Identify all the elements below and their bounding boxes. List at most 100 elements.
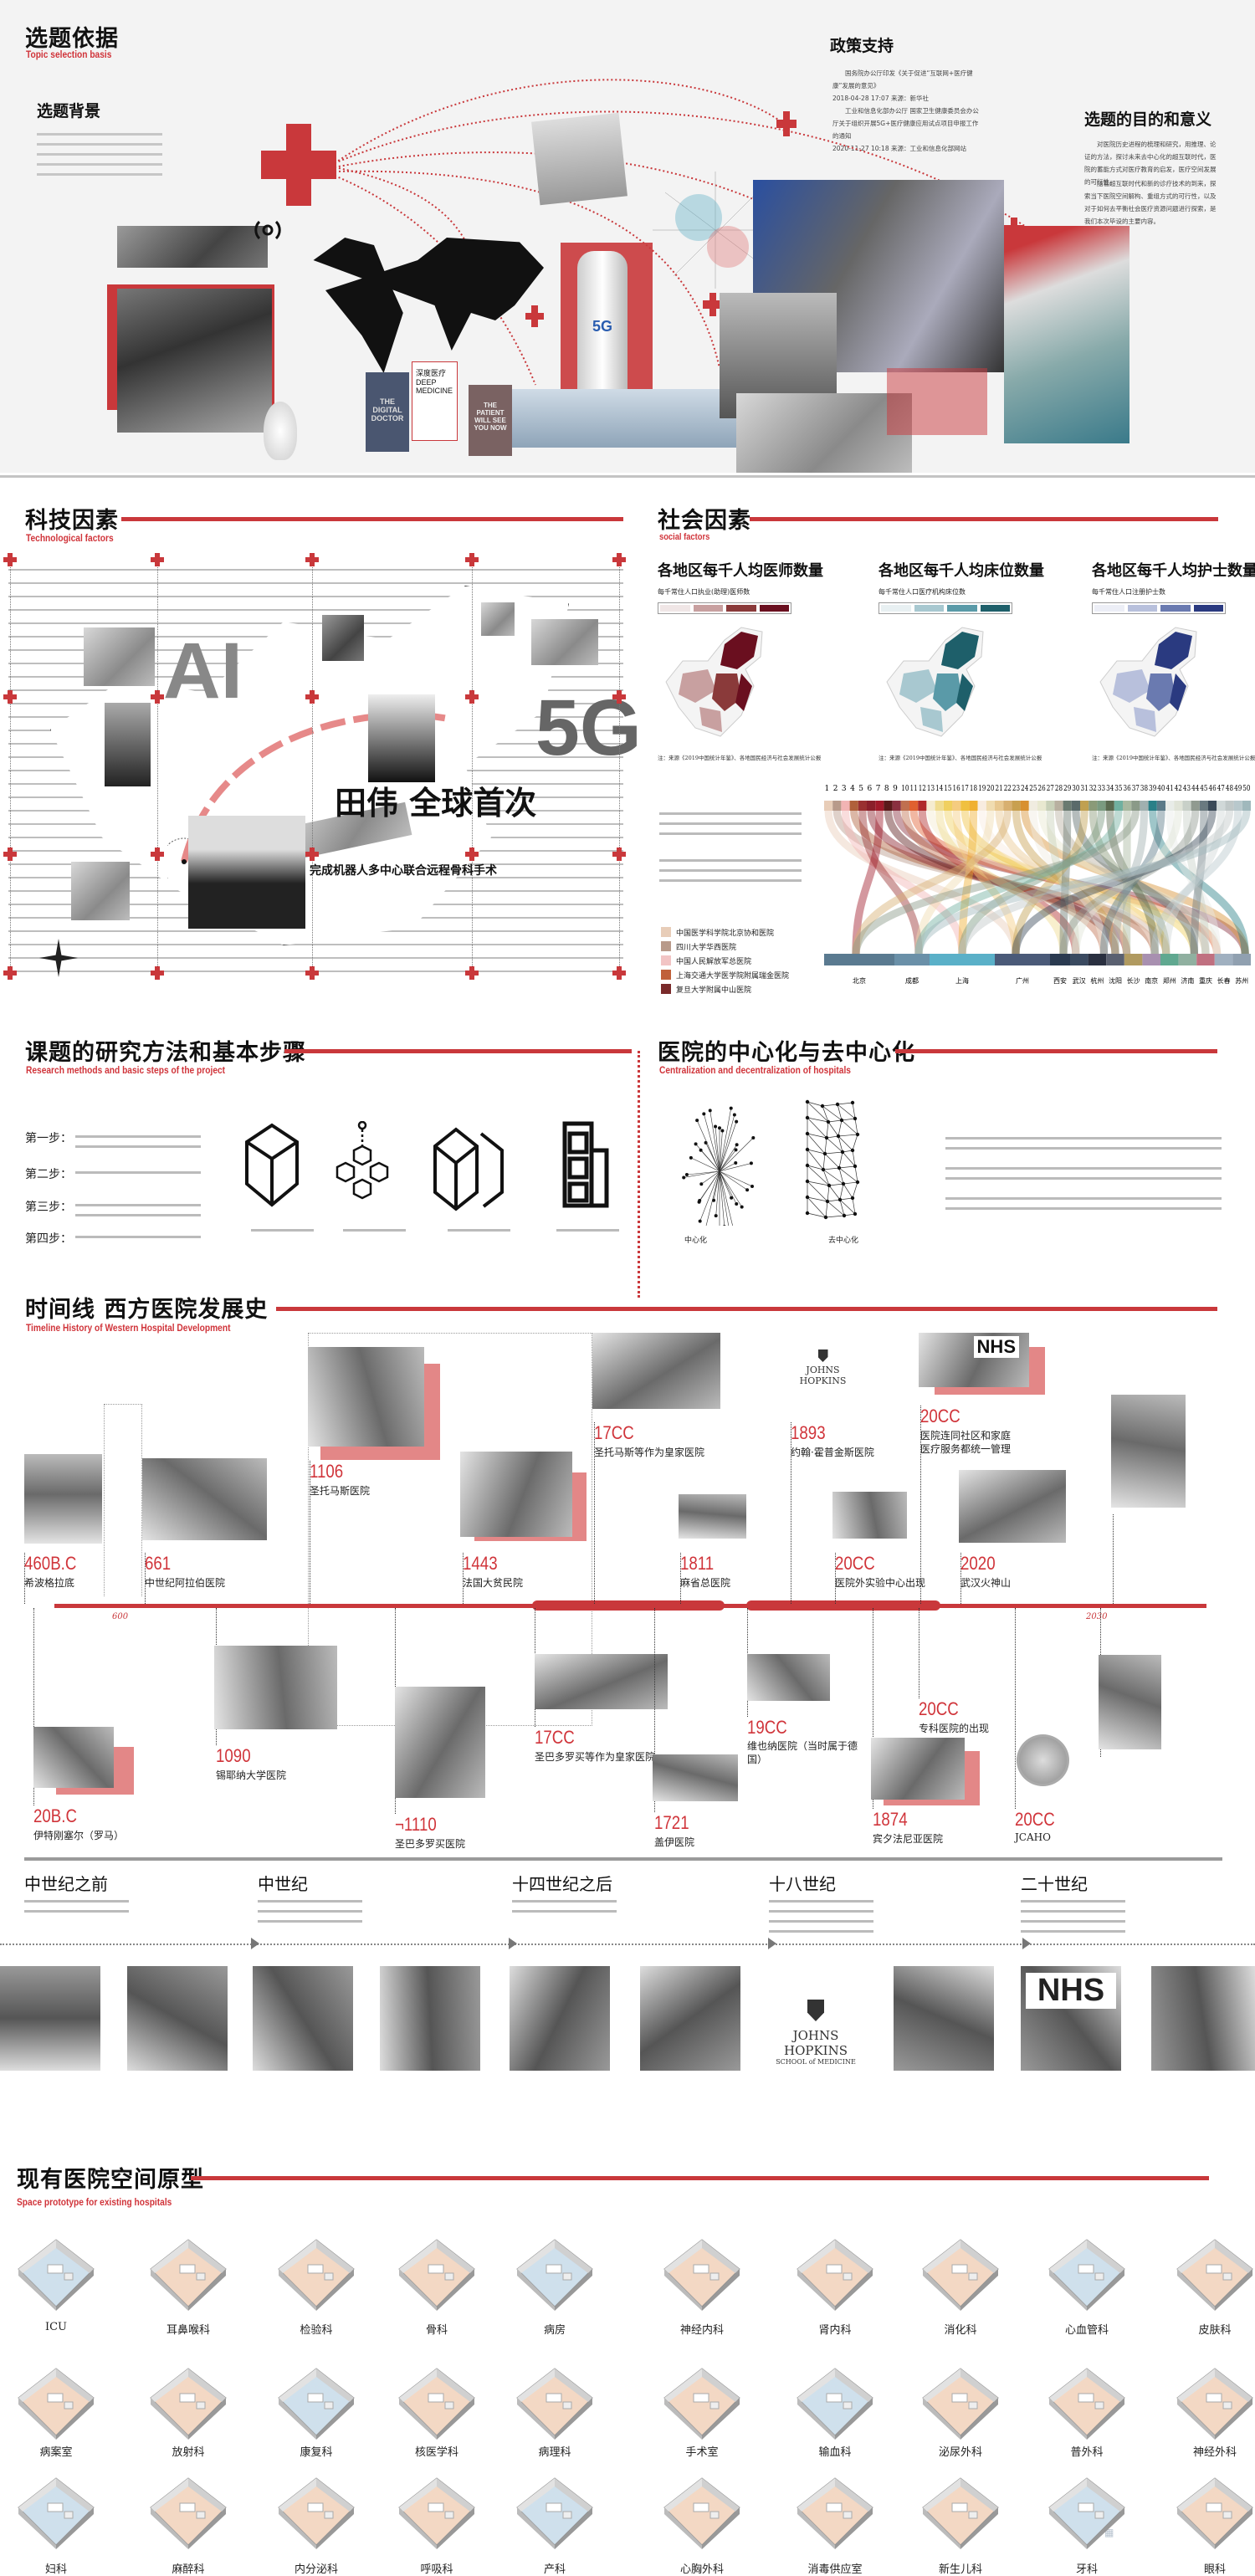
node <box>823 1215 828 1220</box>
crosshair-icon <box>3 553 17 566</box>
node <box>805 1211 810 1216</box>
sankey-flow <box>958 810 978 955</box>
room-label: 检验科 <box>300 2324 333 2337</box>
sankey-top-node <box>875 801 884 811</box>
node <box>839 1118 844 1123</box>
node <box>835 1102 840 1107</box>
legend-label: 上海交通大学医学院附属瑞金医院 <box>676 972 790 981</box>
grid-line <box>472 560 473 973</box>
book-digital-doctor: THE DIGITAL DOCTOR <box>366 372 409 452</box>
history-photo <box>640 1966 740 2071</box>
timeline-connector <box>680 1553 681 1604</box>
era-text <box>258 1892 362 1923</box>
grid-line <box>157 560 158 973</box>
social-title: 社会因素 <box>658 508 751 534</box>
sankey-top-node <box>1080 801 1089 811</box>
doctor-photo <box>1004 226 1130 443</box>
watermark-icon: ▦ <box>1104 2527 1114 2538</box>
node <box>805 1131 810 1136</box>
room-label: 心胸外科 <box>679 2563 724 2576</box>
surgeon-photo <box>368 694 435 782</box>
arrow-right-icon <box>251 1938 259 1949</box>
timeline-photo <box>460 1452 572 1537</box>
node <box>836 1134 841 1139</box>
sankey-top-node <box>960 801 970 811</box>
edge <box>704 1114 720 1172</box>
press-conference-photo <box>188 816 305 929</box>
map-source-note: 注：来源《2019中国统计年鉴》、各地国民经济与社会发展统计公报 <box>1092 755 1255 761</box>
sankey-city-label: 长春 <box>1217 976 1231 985</box>
sankey-top-node <box>1123 801 1132 811</box>
sankey-flow <box>1072 810 1182 955</box>
event-desc: 武汉火神山 <box>960 1577 1012 1589</box>
central-caption: 中心化 <box>684 1237 708 1245</box>
event-desc: 医疗服务都统一管理 <box>920 1443 1012 1455</box>
room-isometric-model <box>1176 2239 1253 2311</box>
sankey-top-node <box>995 801 1004 811</box>
room-isometric-model <box>663 2239 740 2311</box>
room-isometric-model <box>516 2477 593 2549</box>
edge <box>822 1169 844 1185</box>
sankey-flow <box>1012 810 1217 955</box>
edge <box>719 1170 737 1205</box>
event-desc: 圣托马斯等作为皇家医院 <box>594 1447 705 1458</box>
node <box>689 1155 693 1160</box>
node <box>821 1167 826 1172</box>
title-rule <box>276 1307 1217 1311</box>
node <box>805 1163 810 1168</box>
sankey-flow <box>893 810 1249 955</box>
history-photo <box>253 1966 353 2071</box>
crosshair-icon <box>151 848 164 861</box>
sankey-top-node <box>1012 801 1021 811</box>
prototypes-title: 现有医院空间原型 <box>17 2167 204 2193</box>
title-rule <box>284 1049 632 1053</box>
event-desc: 法国大贫民院 <box>463 1577 524 1589</box>
sankey-flow <box>858 810 923 955</box>
split-cube-icon <box>433 1127 504 1211</box>
legend-swatch <box>947 605 977 612</box>
node <box>805 1195 810 1200</box>
sankey-city-node <box>894 954 930 965</box>
sankey-node-label: 4 <box>850 785 855 793</box>
timeline-photo <box>535 1654 668 1709</box>
edge <box>824 1153 840 1169</box>
map-label: 每千常住人口医疗机构床位数 <box>878 588 966 596</box>
sankey-top-node <box>1046 801 1055 811</box>
room-isometric-model <box>516 2239 593 2311</box>
sankey-flow <box>1162 810 1225 955</box>
edge <box>719 1170 730 1226</box>
sankey-top-node <box>977 801 986 811</box>
sankey-node-label: 15 <box>944 785 951 793</box>
timeline-photo <box>214 1646 337 1729</box>
sankey-node-label: 27 <box>1047 785 1054 793</box>
edge <box>705 1170 720 1226</box>
room-isometric-model <box>516 2368 593 2440</box>
sankey-top-node <box>1037 801 1047 811</box>
social-subtitle: social factors <box>659 532 710 542</box>
room-isometric-model <box>922 2477 999 2549</box>
sankey-flow <box>914 810 1251 955</box>
sankey-city-node <box>1178 954 1197 965</box>
event-year: 19CC <box>747 1717 787 1738</box>
edge <box>719 1170 742 1207</box>
arc <box>334 79 787 164</box>
purpose-title: 选题的目的和意义 <box>1084 110 1212 129</box>
event-year: 1721 <box>654 1812 689 1833</box>
edge <box>852 1102 856 1119</box>
sankey-node-label: 25 <box>1029 785 1037 793</box>
sankey-city-label: 上海 <box>955 976 969 985</box>
edge <box>837 1102 853 1105</box>
sankey-node-label: 7 <box>876 785 881 793</box>
node <box>822 1151 827 1156</box>
room-label: 消化科 <box>944 2324 977 2337</box>
title-rule <box>121 517 623 521</box>
sankey-node-label: 9 <box>893 785 898 793</box>
sankey-city-label: 济南 <box>1181 976 1194 985</box>
network-diagrams <box>682 1099 860 1226</box>
edge <box>827 1199 841 1202</box>
sankey-node-label: 14 <box>935 785 943 793</box>
sankey-flow <box>1106 810 1159 955</box>
sankey-flow <box>850 810 1159 955</box>
event-year: 17CC <box>535 1727 575 1748</box>
room-isometric-model <box>278 2368 355 2440</box>
